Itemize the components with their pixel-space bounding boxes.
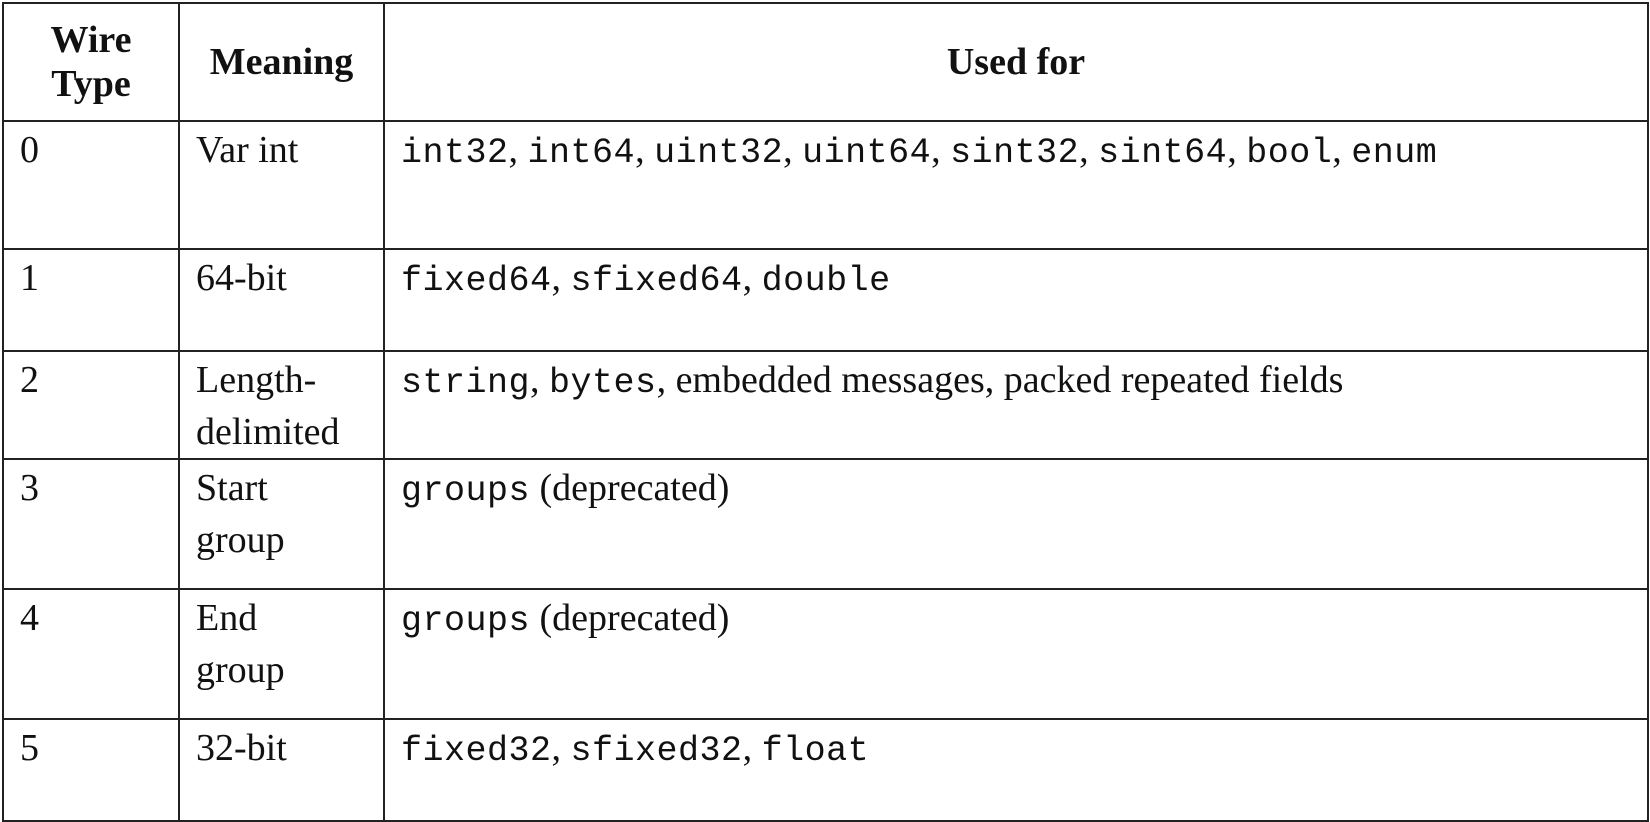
type-keyword: fixed32: [401, 731, 552, 771]
header-wire-type-line: Wire: [50, 19, 132, 61]
header-wire-type-line: Type: [51, 63, 131, 105]
type-keyword: enum: [1351, 133, 1438, 173]
meaning-line: delimited: [196, 411, 340, 453]
meaning-cell: Length-delimited: [178, 350, 385, 460]
description-text: ,: [551, 727, 571, 769]
used-for-cell: int32, int64, uint32, uint64, sint32, si…: [383, 120, 1649, 250]
type-keyword: uint32: [654, 133, 784, 173]
used-for-cell: groups (deprecated): [383, 458, 1649, 590]
description-text: ,: [1332, 129, 1352, 171]
type-keyword: double: [761, 261, 891, 301]
wire-type-cell: 1: [2, 248, 180, 352]
description-text: ,: [742, 257, 762, 299]
type-keyword: sint64: [1098, 133, 1228, 173]
meaning-line: group: [196, 519, 285, 561]
header-wire-type: Wire Type: [2, 2, 180, 122]
wire-type-cell: 4: [2, 588, 180, 720]
type-keyword: fixed64: [401, 261, 552, 301]
meaning-line: 64-bit: [196, 257, 287, 299]
meaning-line: Length-: [196, 359, 317, 401]
type-keyword: sint32: [950, 133, 1080, 173]
type-keyword: string: [401, 363, 531, 403]
meaning-line: 32-bit: [196, 727, 287, 769]
used-for-cell: fixed32, sfixed32, float: [383, 718, 1649, 822]
used-for-cell: string, bytes, embedded messages, packed…: [383, 350, 1649, 460]
meaning-line: group: [196, 649, 285, 691]
table-row: 5 32-bit fixed32, sfixed32, float: [2, 718, 1649, 822]
header-used-for: Used for: [383, 2, 1649, 122]
type-keyword: groups: [401, 471, 531, 511]
table-row: 0 Var int int32, int64, uint32, uint64, si…: [2, 120, 1649, 250]
wire-type-cell: 5: [2, 718, 180, 822]
type-keyword: sfixed32: [570, 731, 743, 771]
description-text: ,: [530, 359, 550, 401]
meaning-line: Var int: [196, 129, 299, 171]
wire-type-cell: 2: [2, 350, 180, 460]
table-row: 1 64-bit fixed64, sfixed64, double: [2, 248, 1649, 352]
meaning-cell: End group: [178, 588, 385, 720]
header-meaning: Meaning: [178, 2, 385, 122]
meaning-line: End: [196, 597, 258, 639]
description-text: ,: [783, 129, 803, 171]
description-text: ,: [742, 727, 762, 769]
description-text: ,: [931, 129, 951, 171]
description-text: ,: [1227, 129, 1247, 171]
description-text: ,: [1079, 129, 1099, 171]
type-keyword: bytes: [549, 363, 657, 403]
used-for-cell: groups (deprecated): [383, 588, 1649, 720]
description-text: (deprecated): [530, 597, 730, 639]
description-text: ,: [635, 129, 655, 171]
meaning-cell: 64-bit: [178, 248, 385, 352]
table-header-row: Wire Type Meaning Used for: [2, 2, 1649, 122]
wire-type-cell: 0: [2, 120, 180, 250]
description-text: ,: [508, 129, 528, 171]
table-row: 4 End group groups (deprecated): [2, 588, 1649, 720]
type-keyword: uint64: [802, 133, 932, 173]
type-keyword: bool: [1246, 133, 1333, 173]
meaning-line: Start: [196, 467, 268, 509]
table-row: 3 Start group groups (deprecated): [2, 458, 1649, 590]
meaning-cell: Var int: [178, 120, 385, 250]
description-text: ,: [551, 257, 571, 299]
type-keyword: float: [761, 731, 870, 771]
description-text: , embedded messages, packed repeated fie…: [656, 359, 1344, 401]
meaning-cell: 32-bit: [178, 718, 385, 822]
type-keyword: int64: [527, 133, 636, 173]
meaning-cell: Start group: [178, 458, 385, 590]
used-for-cell: fixed64, sfixed64, double: [383, 248, 1649, 352]
type-keyword: sfixed64: [570, 261, 743, 301]
table-body: 0 Var int int32, int64, uint32, uint64, si…: [2, 120, 1649, 822]
type-keyword: groups: [401, 601, 531, 641]
wire-type-cell: 3: [2, 458, 180, 590]
description-text: (deprecated): [530, 467, 730, 509]
type-keyword: int32: [401, 133, 509, 173]
